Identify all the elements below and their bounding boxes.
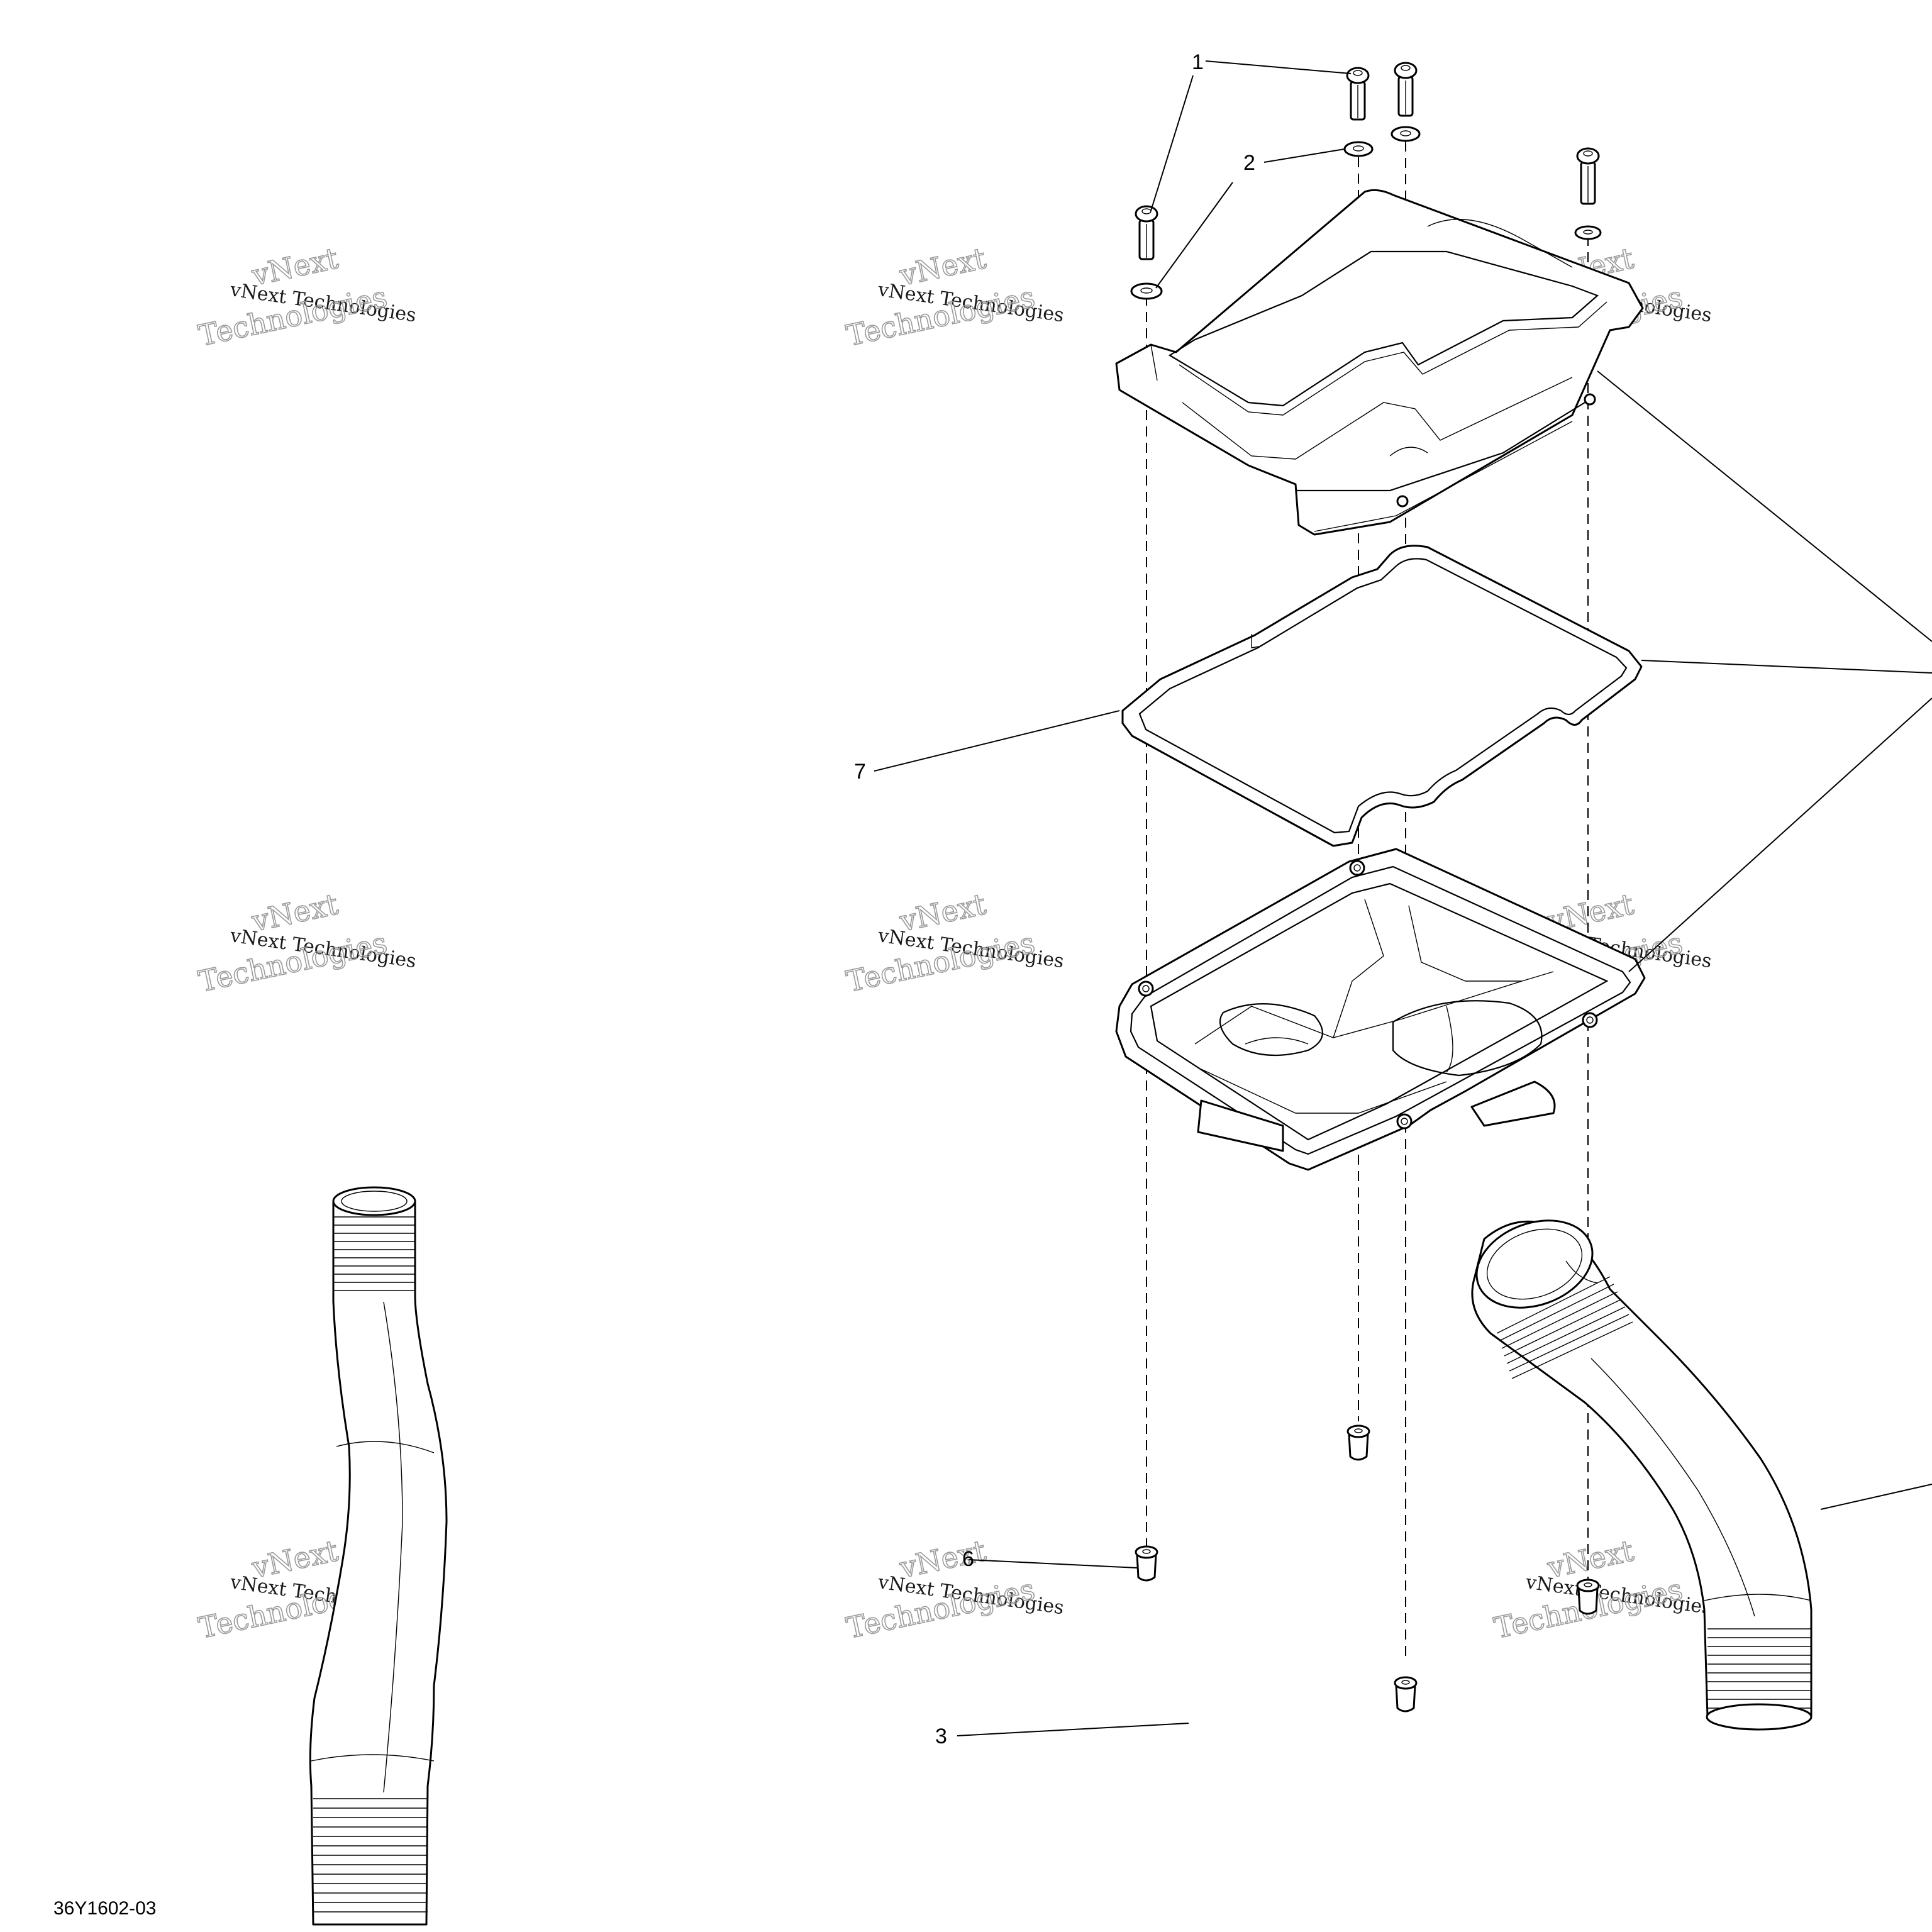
grommet: [1394, 1676, 1418, 1713]
leader-lines: [874, 60, 1932, 1736]
watermark: vNext vNext Technologies Technologies: [843, 240, 1065, 353]
gasket: [1121, 545, 1643, 847]
grommet: [1135, 1545, 1158, 1582]
washer: [1391, 126, 1421, 142]
watermark: vNext vNext Technologies Technologies: [843, 1533, 1065, 1645]
callout-7: 7: [854, 760, 866, 784]
thread-lines-top: [1496, 1276, 1633, 1379]
thread-lines-top: [333, 1216, 415, 1291]
drawing-code: 36Y1602-03: [53, 1898, 156, 1919]
intake-duct-right: [1471, 1219, 1813, 1731]
thread-lines-bottom: [313, 1798, 428, 1913]
washer: [1130, 282, 1163, 300]
screw: [1135, 205, 1158, 260]
callout-6: 6: [962, 1547, 974, 1571]
watermark: vNext vNext Technologies Technologies: [1491, 1533, 1713, 1645]
intake-duct-left: [309, 1186, 448, 1926]
top-cover: [1115, 189, 1644, 536]
screw: [1576, 147, 1600, 205]
screw: [1346, 67, 1370, 121]
washer: [1574, 225, 1602, 240]
washer: [1343, 141, 1374, 157]
airbox-base: [1115, 848, 1646, 1171]
watermark: vNext vNext Technologies Technologies: [195, 886, 418, 999]
callout-1: 1: [1192, 50, 1204, 74]
grommet: [1346, 1424, 1370, 1461]
callout-2: 2: [1243, 151, 1255, 175]
watermark: vNext vNext Technologies Technologies: [843, 886, 1065, 999]
callouts: 1 2 7 6 3: [854, 50, 1255, 1748]
callout-3: 3: [935, 1724, 947, 1748]
screw: [1394, 62, 1418, 117]
watermark: vNext vNext Technologies Technologies: [195, 240, 418, 353]
grommet: [1576, 1579, 1600, 1615]
